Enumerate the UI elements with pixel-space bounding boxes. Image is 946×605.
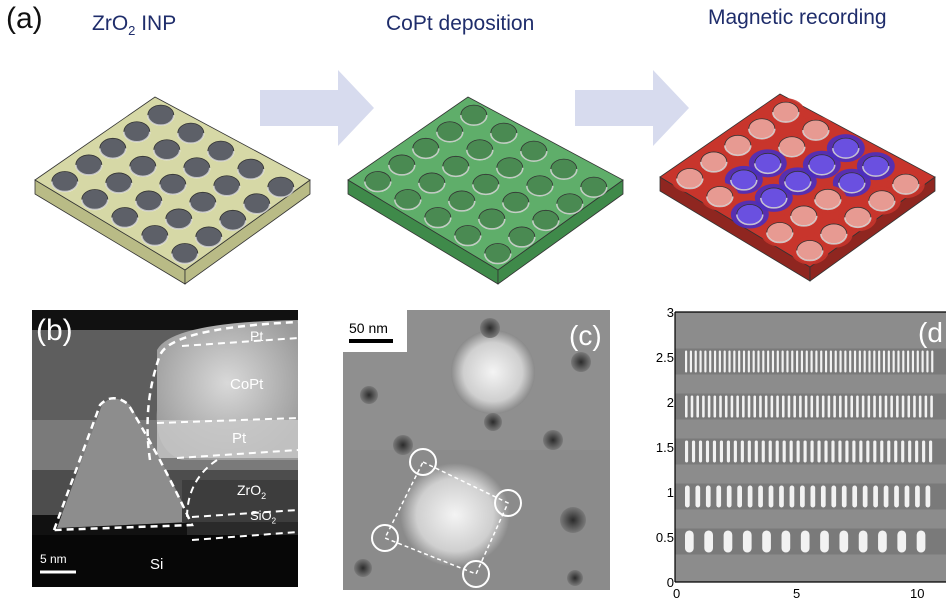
scale-bar-5nm-label: 5 nm bbox=[40, 552, 67, 566]
label-pt-top: Pt bbox=[250, 328, 264, 344]
magnetic-recording-tile bbox=[659, 93, 936, 282]
panel-c-letter: (c) bbox=[569, 320, 602, 351]
label-zro2-sub: 2 bbox=[261, 490, 267, 501]
label-copt: CoPt bbox=[230, 376, 264, 393]
y-tick: 0 bbox=[666, 575, 674, 590]
tem-cross-section-image: (b) Pt CoPt Pt ZrO2 SiO2 Si 5 nm bbox=[32, 310, 298, 587]
x-tick: 5 bbox=[793, 586, 801, 601]
panel-d-letter: (d bbox=[918, 317, 943, 348]
sem-top-view-image: 50 nm (c) bbox=[343, 310, 610, 590]
title-zro2-rest: INP bbox=[135, 12, 177, 35]
label-si: Si bbox=[150, 556, 164, 573]
y-tick: 3 bbox=[666, 305, 674, 320]
panel-b-letter: (b) bbox=[36, 314, 73, 347]
y-tick: 0.5 bbox=[655, 530, 674, 545]
process-arrow-1 bbox=[260, 70, 374, 146]
process-arrow-2 bbox=[575, 70, 689, 146]
title-copt-deposition: CoPt deposition bbox=[386, 12, 535, 35]
x-tick: 0 bbox=[673, 586, 681, 601]
label-sio2-base: SiO bbox=[250, 508, 272, 523]
label-zro2: ZrO2 bbox=[237, 482, 266, 501]
label-pt: Pt bbox=[232, 430, 247, 447]
title-zro2-sub: 2 bbox=[128, 23, 136, 39]
panel-d: 0 0.5 1 1.5 2 2.5 3 0 5 10 (d bbox=[640, 305, 946, 605]
label-sio2-sub: 2 bbox=[271, 516, 277, 526]
panel-d-plot bbox=[674, 311, 946, 583]
scale-bar-50nm-label: 50 nm bbox=[349, 320, 388, 336]
y-tick: 2.5 bbox=[655, 350, 674, 365]
y-tick: 2 bbox=[666, 395, 674, 410]
copt-deposition-tile bbox=[347, 96, 624, 285]
label-zro2-base: ZrO bbox=[237, 482, 262, 498]
label-sio2: SiO2 bbox=[250, 508, 276, 526]
y-axis-ticks: 0 0.5 1 1.5 2 2.5 3 bbox=[655, 305, 678, 595]
y-tick: 1 bbox=[666, 485, 674, 500]
title-zro2-base: ZrO bbox=[92, 12, 129, 35]
x-tick: 10 bbox=[910, 586, 925, 601]
title-zro2-inp: ZrO2 INP bbox=[92, 12, 176, 38]
panel-a-letter: (a) bbox=[6, 2, 43, 35]
inp-template-tile bbox=[34, 96, 311, 285]
y-tick: 1.5 bbox=[655, 440, 674, 455]
title-magnetic-recording: Magnetic recording bbox=[708, 6, 887, 29]
